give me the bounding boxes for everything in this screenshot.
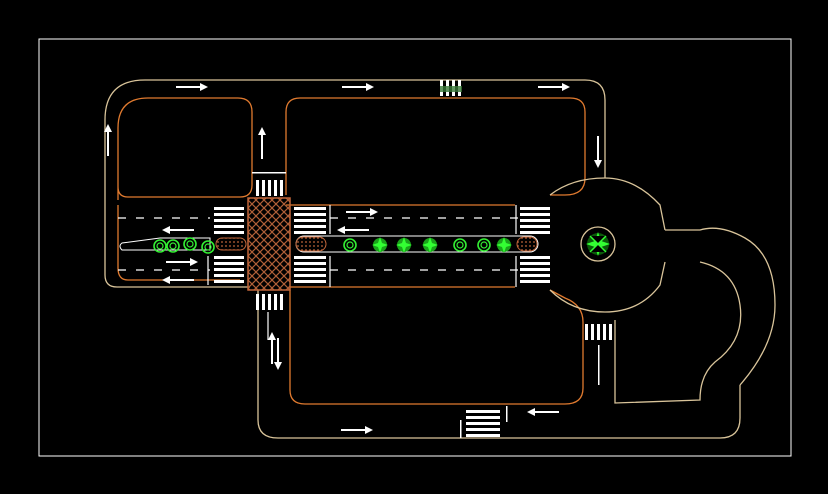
road-network bbox=[104, 79, 776, 439]
stop-lines bbox=[207, 205, 517, 340]
roundabout-island bbox=[580, 226, 616, 262]
roundabout bbox=[549, 177, 666, 313]
crosswalk-south bbox=[256, 294, 283, 310]
median-strip-right bbox=[295, 235, 539, 253]
block-edges bbox=[117, 97, 586, 405]
crosswalk-roundabout-south bbox=[585, 324, 612, 385]
outer-frame bbox=[38, 38, 792, 457]
lane-markings bbox=[118, 217, 520, 271]
crosswalk-left bbox=[214, 207, 244, 283]
crosswalk-bottom-road bbox=[460, 406, 508, 438]
median-strip-left bbox=[119, 237, 247, 251]
crosswalk-north bbox=[252, 172, 286, 196]
crosswalk-right-of-intersection bbox=[294, 207, 326, 283]
trees bbox=[153, 237, 512, 254]
crosswalks bbox=[214, 80, 612, 438]
crosswalk-east bbox=[520, 207, 550, 283]
crosswalk-top-road bbox=[440, 80, 462, 96]
central-intersection bbox=[247, 197, 291, 291]
